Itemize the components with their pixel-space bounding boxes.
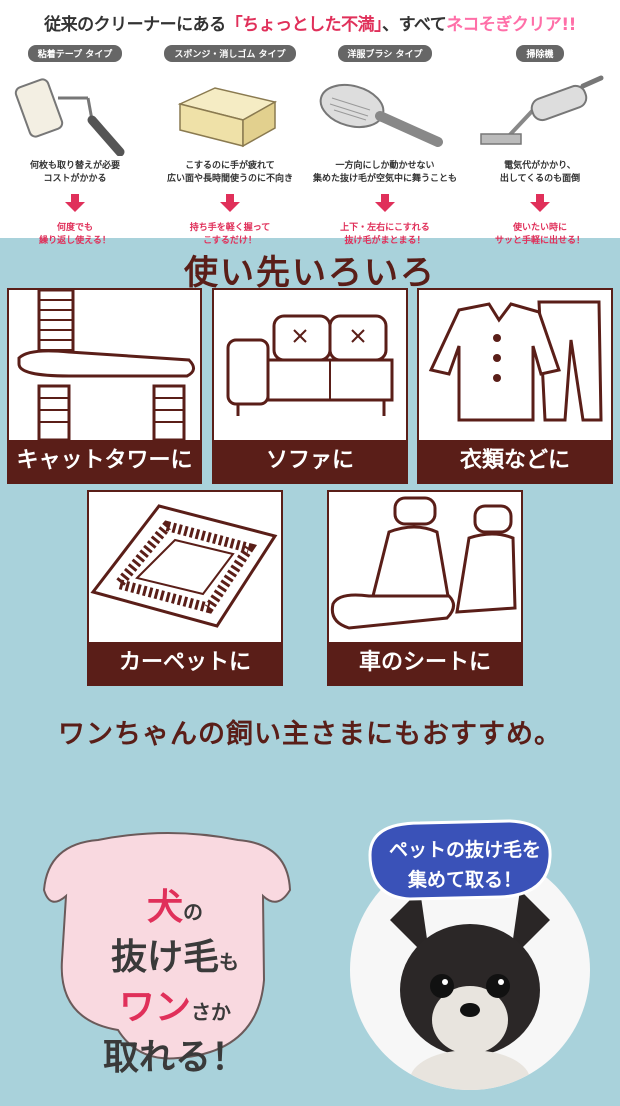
- photo-caption-line: 集めて取る！: [407, 869, 522, 891]
- clothes-icon: [428, 300, 603, 422]
- photo-caption-badge: [368, 819, 552, 901]
- dog-badge-text: 犬の 抜け毛も ワンさか 取れる！: [90, 885, 260, 1081]
- recommendation-text: ワンちゃんの飼い主さまにもおすすめ。: [58, 719, 562, 750]
- type-result: 持ち手を軽く握って こするだけ！: [189, 223, 271, 246]
- dog-badge-word: 犬: [146, 887, 183, 928]
- car-seat-icon: [330, 496, 517, 630]
- use-card-clothes: 衣類などに: [417, 288, 613, 484]
- type-description: 電気代がかかり、 出してくるのも面倒: [499, 161, 581, 184]
- dog-badge-word: の: [183, 900, 203, 924]
- headline-highlight: 「ちょっとした不満」: [225, 15, 383, 35]
- headline-text: 従来のクリーナーにある: [44, 15, 226, 35]
- use-card-car-seat: 車のシートに: [327, 490, 523, 686]
- cat-tower-icon: [17, 290, 195, 440]
- type-label: 洋服ブラシ タイプ: [337, 45, 433, 62]
- dog-badge-word: さか: [191, 1000, 231, 1024]
- type-column-sponge: スポンジ・消しゴム タイプ こするのに手が疲れて 広い面や長時間使うのに不向き …: [155, 42, 305, 248]
- type-result: 上下・左右にこすれる 抜け毛がまとまる！: [340, 223, 430, 246]
- down-arrow-icon: [375, 194, 395, 212]
- sponge-icon: [177, 87, 278, 148]
- dog-badge-word: も: [219, 950, 239, 974]
- down-arrow-icon: [65, 194, 85, 212]
- type-label: スポンジ・消しゴム タイプ: [164, 45, 296, 62]
- dog-silhouette-badge: [42, 832, 292, 1060]
- use-label: 車のシートに: [329, 642, 521, 684]
- sofa-icon: [226, 314, 394, 416]
- dog-badge-word: 抜け毛: [110, 937, 219, 978]
- use-card-carpet: カーペットに: [87, 490, 283, 686]
- type-result: 使いたい時に サッと手軽に出せる！: [494, 223, 585, 246]
- carpet-icon: [90, 504, 278, 628]
- headline-brand: ネコそぎクリア!!: [446, 15, 576, 35]
- vacuum-icon: [480, 75, 604, 145]
- down-arrow-icon: [530, 194, 550, 212]
- down-arrow-icon: [220, 194, 240, 212]
- use-label: ソファに: [214, 440, 406, 482]
- comparison-panel: 従来のクリーナーにある「ちょっとした不満」、すべてネコそぎクリア!! 粘着テープ…: [0, 0, 620, 246]
- clothes-brush-icon: [319, 83, 443, 147]
- type-description: 何枚も取り替えが必要 コストがかかる: [29, 161, 120, 184]
- type-description: こするのに手が疲れて 広い面や長時間使うのに不向き: [166, 161, 293, 184]
- photo-caption-line: ペットの抜け毛を: [388, 839, 541, 861]
- headline-text-2: 、すべて: [382, 15, 447, 35]
- lint-roller-icon: [14, 78, 125, 157]
- use-label: キャットタワーに: [9, 440, 200, 482]
- use-card-cat-tower: キャットタワーに: [7, 288, 202, 484]
- use-label: カーペットに: [89, 642, 281, 684]
- comparison-headline: 従来のクリーナーにある「ちょっとした不満」、すべてネコそぎクリア!!: [0, 10, 620, 35]
- photo-caption-text: ペットの抜け毛を 集めて取る！: [370, 835, 560, 895]
- chihuahua-image: [390, 890, 550, 1090]
- type-label: 粘着テープ タイプ: [27, 45, 123, 62]
- type-description: 一方向にしか動かせない 集めた抜け毛が空気中に舞うことも: [312, 161, 457, 184]
- type-column-vacuum: 掃除機 電気代がかかり、 出してくるのも面倒 使いたい時に サッと手軽に出せる！: [465, 42, 615, 248]
- dog-badge-word: ワン: [118, 987, 191, 1028]
- type-column-tape: 粘着テープ タイプ 何枚も取り替えが必要 コストがかかる 何度でも 繰り返し使え…: [0, 42, 150, 248]
- use-label: 衣類などに: [419, 440, 611, 482]
- use-card-sofa: ソファに: [212, 288, 408, 484]
- section-title: 使い先いろいろ: [184, 253, 436, 293]
- type-column-brush: 洋服ブラシ タイプ 一方向にしか動かせない 集めた抜け毛が空気中に舞うことも 上…: [310, 42, 460, 248]
- dog-badge-word: 取れる！: [102, 1037, 247, 1078]
- type-result: 何度でも 繰り返し使える！: [39, 223, 111, 246]
- type-label: 掃除機: [516, 45, 564, 62]
